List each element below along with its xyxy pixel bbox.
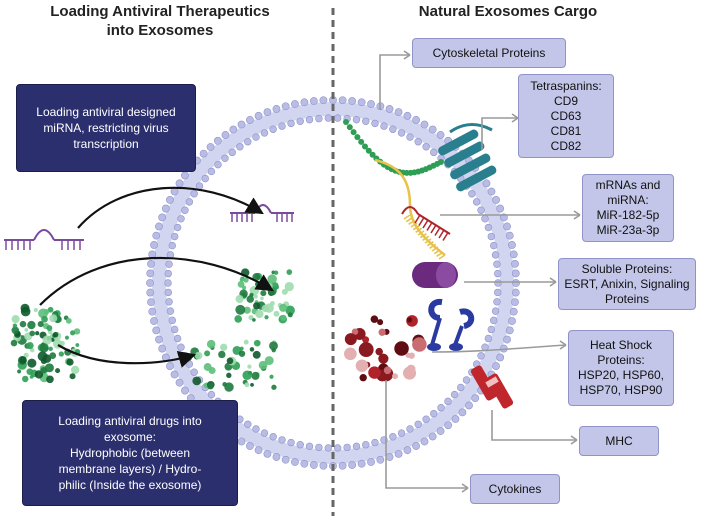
right-title: Natural Exosomes Cargo <box>388 2 628 21</box>
mrna-line1: mRNAs and <box>595 178 661 192</box>
protein-capsule-icon <box>412 262 458 288</box>
cytoskeletal-label: Cytoskeletal Proteins <box>432 45 546 60</box>
drug-box-line3: Hydrophobic (between <box>69 446 191 460</box>
rna-hairpin-icon <box>4 229 84 250</box>
mhc-label: MHC <box>605 433 633 448</box>
left-title-line1: Loading Antiviral Therapeutics <box>50 3 270 20</box>
drug-box-line4: membrane layers) / Hydro- <box>58 462 202 476</box>
drug-box-line1: Loading antiviral drugs into <box>58 414 202 428</box>
tetraspanin-icon <box>438 123 497 192</box>
heat-shock-box: Heat Shock Proteins: HSP20, HSP60, HSP70… <box>568 330 674 406</box>
heat-shock-line3: HSP20, HSP60, <box>577 368 665 382</box>
mhc-box: MHC <box>579 426 659 456</box>
drug-cluster-icon <box>10 303 81 384</box>
soluble-line1: Soluble Proteins: <box>581 261 673 276</box>
mrna-item-1: MiR-182-5p <box>596 208 660 222</box>
cargo-connectors <box>379 50 581 493</box>
soluble-line2: ESRT, Anixin, Signaling <box>564 276 690 291</box>
mirna-box-line1: Loading antiviral designed <box>36 105 176 119</box>
loading-arrows <box>39 186 274 368</box>
soluble-line3: Proteins <box>604 291 650 306</box>
mrna-chain-icon <box>343 119 444 176</box>
membrane-drug-icon <box>184 339 278 392</box>
tetraspanin-cd82: CD82 <box>550 138 582 153</box>
drug-loading-box: Loading antiviral drugs into exosome: Hy… <box>22 400 238 506</box>
mhc-icon <box>470 365 514 409</box>
left-title: Loading Antiviral Therapeutics into Exos… <box>10 2 310 40</box>
cytoskeletal-box: Cytoskeletal Proteins <box>412 38 566 68</box>
right-title-text: Natural Exosomes Cargo <box>418 3 598 20</box>
mrna-box: mRNAs and miRNA: MiR-182-5p MiR-23a-3p <box>582 174 674 242</box>
cytokine-cluster-icon <box>344 315 427 382</box>
cytokines-label: Cytokines <box>488 481 542 496</box>
tetraspanin-cd9: CD9 <box>553 93 578 108</box>
yellow-rna-icon <box>374 158 446 260</box>
tetraspanin-cd81: CD81 <box>550 123 582 138</box>
mirna-box-line2: miRNA, restricting virus <box>43 121 169 135</box>
rna-hairpin-loaded-icon <box>230 204 294 222</box>
heat-shock-line1: Heat Shock <box>589 338 653 352</box>
heat-shock-line2: Proteins: <box>597 353 645 367</box>
red-rna-icon <box>401 206 451 241</box>
drug-box-line2: exosome: <box>103 430 157 444</box>
tetraspanins-box: Tetraspanins: CD9 CD63 CD81 CD82 <box>518 74 614 158</box>
cytokines-box: Cytokines <box>470 474 560 504</box>
soluble-proteins-box: Soluble Proteins: ESRT, Anixin, Signalin… <box>558 258 696 310</box>
mirna-box-line3: transcription <box>73 137 139 151</box>
receptor-icon <box>427 298 475 351</box>
tetraspanin-cd63: CD63 <box>550 108 582 123</box>
drug-cluster-loaded-icon <box>234 268 295 324</box>
tetraspanins-heading: Tetraspanins: <box>530 78 602 93</box>
drug-box-line5: philic (Inside the exosome) <box>58 478 202 492</box>
heat-shock-line4: HSP70, HSP90 <box>579 383 663 397</box>
mrna-line2: miRNA: <box>607 193 649 207</box>
left-title-line2: into Exosomes <box>106 22 214 39</box>
mirna-loading-box: Loading antiviral designed miRNA, restri… <box>16 84 196 172</box>
mrna-item-2: MiR-23a-3p <box>596 223 660 237</box>
